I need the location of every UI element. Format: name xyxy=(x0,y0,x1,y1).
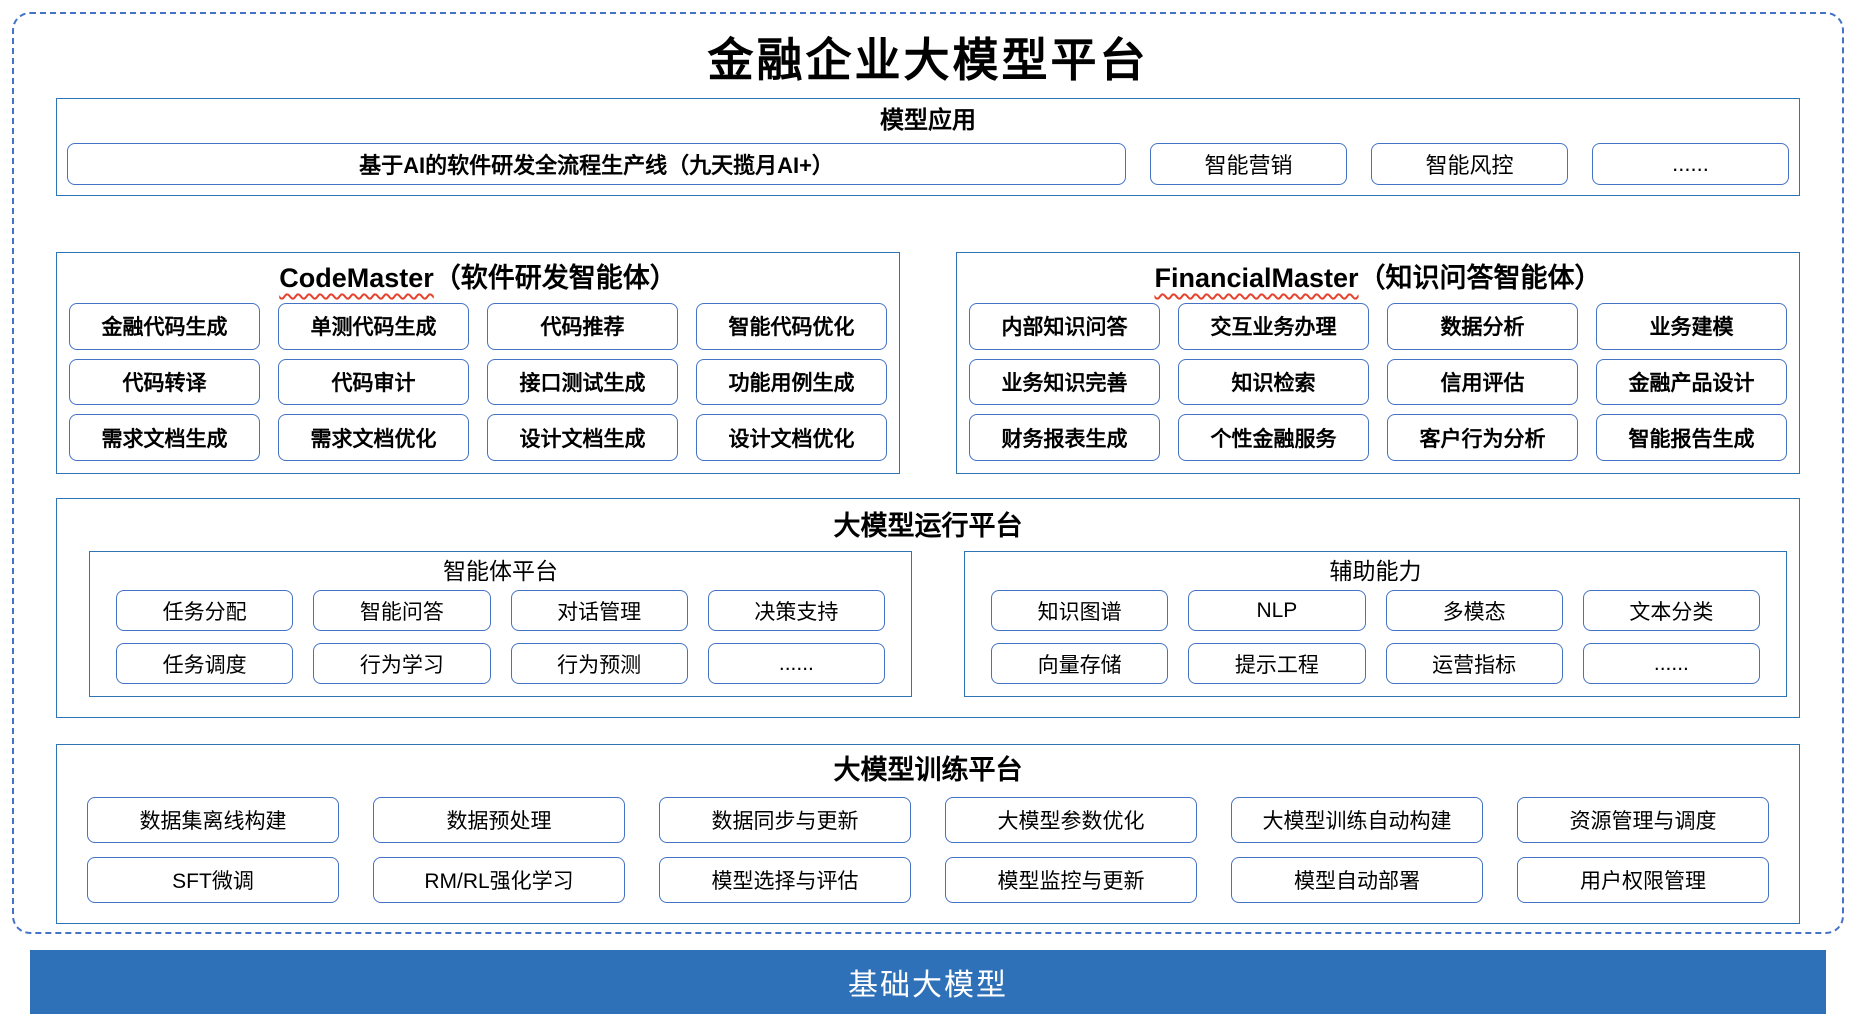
app-item: 智能营销 xyxy=(1150,143,1348,185)
code-master-item: 设计文档优化 xyxy=(696,414,887,461)
aux-capability-item: 知识图谱 xyxy=(991,590,1169,631)
financial-master-item: 内部知识问答 xyxy=(969,303,1160,350)
financial-master-item: 数据分析 xyxy=(1387,303,1578,350)
aux-capability-item: 向量存储 xyxy=(991,643,1169,684)
code-master-item: 代码推荐 xyxy=(487,303,678,350)
financial-master-item: 智能报告生成 xyxy=(1596,414,1787,461)
code-master-item: 需求文档生成 xyxy=(69,414,260,461)
training-platform-item: 资源管理与调度 xyxy=(1517,797,1769,843)
runtime-platform-title: 大模型运行平台 xyxy=(833,511,1023,541)
financial-master-item: 客户行为分析 xyxy=(1387,414,1578,461)
agent-platform-item: 任务调度 xyxy=(116,643,294,684)
model-apps-items: 智能营销智能风控...... xyxy=(1150,143,1790,185)
section-model-apps-title: 模型应用 xyxy=(880,107,976,134)
financial-master-item: 金融产品设计 xyxy=(1596,358,1787,406)
aux-capability-item: 提示工程 xyxy=(1188,643,1366,684)
agent-platform-items: 任务分配智能问答对话管理决策支持任务调度行为学习行为预测...... xyxy=(116,590,885,684)
foundation-model-label: 基础大模型 xyxy=(848,969,1008,1002)
training-platform-item: 模型选择与评估 xyxy=(659,857,911,903)
agent-platform-item: 对话管理 xyxy=(510,590,688,631)
training-platform-item: 数据预处理 xyxy=(373,797,625,843)
aux-capability-item: ...... xyxy=(1582,643,1760,684)
financial-master-items: 内部知识问答交互业务办理数据分析业务建模业务知识完善知识检索信用评估金融产品设计… xyxy=(969,303,1787,461)
code-master-item: 代码审计 xyxy=(278,358,469,406)
training-platform-item: 模型监控与更新 xyxy=(945,857,1197,903)
section-model-apps: 模型应用 基于AI的软件研发全流程生产线（九天揽月AI+） 智能营销智能风控..… xyxy=(56,98,1800,196)
platform-dashed-frame: 金融企业大模型平台 模型应用 基于AI的软件研发全流程生产线（九天揽月AI+） … xyxy=(12,12,1844,934)
financial-master-item: 交互业务办理 xyxy=(1178,303,1369,350)
code-master-item: 功能用例生成 xyxy=(696,358,887,406)
training-platform-item: 模型自动部署 xyxy=(1231,857,1483,903)
training-platform-item: 大模型参数优化 xyxy=(945,797,1197,843)
agent-platform-title: 智能体平台 xyxy=(443,558,558,584)
section-training-platform: 大模型训练平台 数据集离线构建数据预处理数据同步与更新大模型参数优化大模型训练自… xyxy=(56,744,1800,924)
training-platform-item: RM/RL强化学习 xyxy=(373,857,625,903)
training-platform-item: 数据集离线构建 xyxy=(87,797,339,843)
training-platform-item: 数据同步与更新 xyxy=(659,797,911,843)
financial-master-title-en: FinancialMaster xyxy=(1154,263,1359,293)
training-platform-item: 大模型训练自动构建 xyxy=(1231,797,1483,843)
code-master-items: 金融代码生成单测代码生成代码推荐智能代码优化代码转译代码审计接口测试生成功能用例… xyxy=(69,303,887,461)
model-apps-row: 基于AI的软件研发全流程生产线（九天揽月AI+） 智能营销智能风控...... xyxy=(67,143,1790,185)
financial-master-item: 业务建模 xyxy=(1596,303,1787,350)
section-financial-master: FinancialMaster（知识问答智能体） 内部知识问答交互业务办理数据分… xyxy=(956,252,1800,474)
app-item: 智能风控 xyxy=(1371,143,1569,185)
aux-capability-item: 文本分类 xyxy=(1582,590,1760,631)
code-master-item: 接口测试生成 xyxy=(487,358,678,406)
agent-platform-item: 决策支持 xyxy=(707,590,885,631)
financial-master-item: 知识检索 xyxy=(1178,358,1369,406)
agent-platform-item: ...... xyxy=(707,643,885,684)
agent-platform-item: 行为学习 xyxy=(313,643,491,684)
foundation-model-bar: 基础大模型 xyxy=(30,950,1826,1014)
code-master-item: 智能代码优化 xyxy=(696,303,887,350)
financial-master-title: FinancialMaster（知识问答智能体） xyxy=(969,259,1787,297)
code-master-title-en: CodeMaster xyxy=(279,263,434,293)
code-master-item: 设计文档生成 xyxy=(487,414,678,461)
subbox-aux-capabilities: 辅助能力 知识图谱 NLP 多模态文本分类向量存储提示工程运营指标...... xyxy=(964,551,1787,697)
training-platform-item: SFT微调 xyxy=(87,857,339,903)
aux-capability-item: NLP xyxy=(1188,590,1366,631)
training-platform-items: 数据集离线构建数据预处理数据同步与更新大模型参数优化大模型训练自动构建资源管理与… xyxy=(87,797,1769,903)
subbox-agent-platform: 智能体平台 任务分配智能问答对话管理决策支持任务调度行为学习行为预测...... xyxy=(89,551,912,697)
app-item: ...... xyxy=(1592,143,1790,185)
financial-master-item: 业务知识完善 xyxy=(969,358,1160,406)
code-master-title-zh: （软件研发智能体） xyxy=(433,263,677,293)
page-title: 金融企业大模型平台 xyxy=(707,33,1149,87)
financial-master-item: 个性金融服务 xyxy=(1178,414,1369,461)
aux-capabilities-title: 辅助能力 xyxy=(1329,558,1422,584)
aux-capabilities-items: 知识图谱 NLP 多模态文本分类向量存储提示工程运营指标...... xyxy=(991,590,1760,684)
code-master-item: 需求文档优化 xyxy=(278,414,469,461)
financial-master-item: 财务报表生成 xyxy=(969,414,1160,461)
agent-platform-item: 行为预测 xyxy=(510,643,688,684)
training-platform-item: 用户权限管理 xyxy=(1517,857,1769,903)
app-item-main: 基于AI的软件研发全流程生产线（九天揽月AI+） xyxy=(67,143,1127,185)
agents-row: CodeMaster（软件研发智能体） 金融代码生成单测代码生成代码推荐智能代码… xyxy=(56,252,1800,474)
agent-platform-item: 任务分配 xyxy=(116,590,294,631)
aux-capability-item: 运营指标 xyxy=(1385,643,1563,684)
section-runtime-platform: 大模型运行平台 智能体平台 任务分配智能问答对话管理决策支持任务调度行为学习行为… xyxy=(56,498,1800,718)
financial-master-title-zh: （知识问答智能体） xyxy=(1358,263,1602,293)
code-master-item: 单测代码生成 xyxy=(278,303,469,350)
agent-platform-item: 智能问答 xyxy=(313,590,491,631)
code-master-item: 金融代码生成 xyxy=(69,303,260,350)
code-master-item: 代码转译 xyxy=(69,358,260,406)
aux-capability-item: 多模态 xyxy=(1385,590,1563,631)
code-master-title: CodeMaster（软件研发智能体） xyxy=(69,259,887,297)
section-code-master: CodeMaster（软件研发智能体） 金融代码生成单测代码生成代码推荐智能代码… xyxy=(56,252,900,474)
training-platform-title: 大模型训练平台 xyxy=(833,755,1023,785)
runtime-row: 智能体平台 任务分配智能问答对话管理决策支持任务调度行为学习行为预测......… xyxy=(65,551,1791,697)
financial-master-item: 信用评估 xyxy=(1387,358,1578,406)
